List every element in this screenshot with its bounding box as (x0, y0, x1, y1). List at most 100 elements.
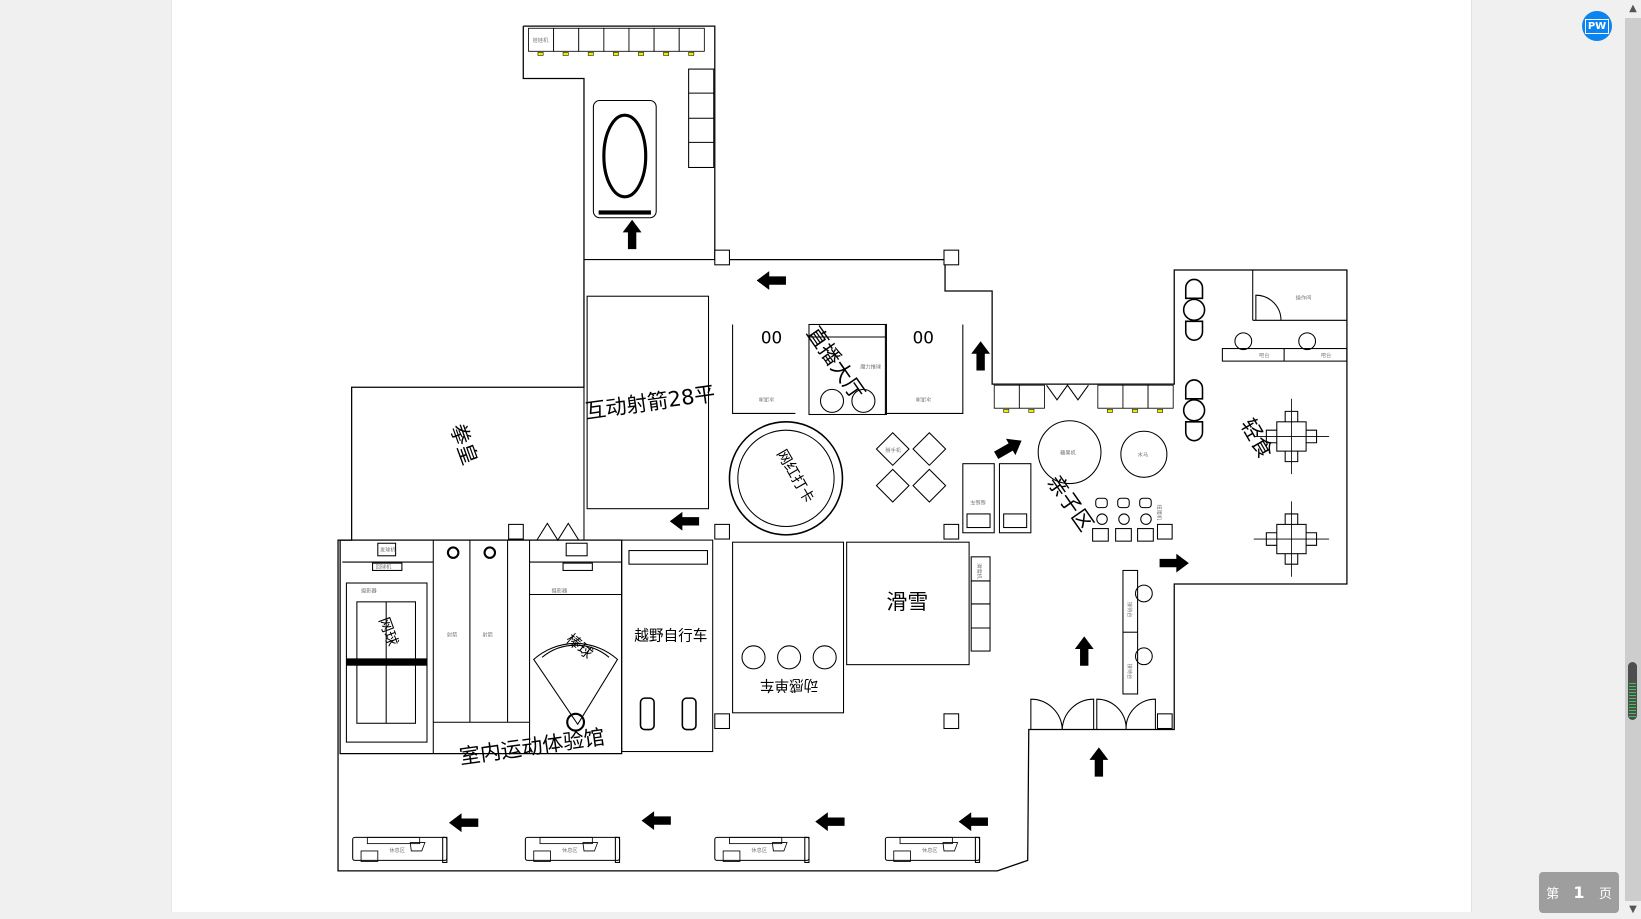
plan-shape (1046, 384, 1089, 401)
plan-shape (1037, 420, 1102, 485)
plan-shape (943, 523, 960, 540)
plan-shape (714, 713, 730, 730)
plan-shape (846, 541, 970, 666)
push-ball-label: 魔力推球 (860, 362, 882, 370)
plan-shape (1140, 513, 1152, 525)
plan-shape (1255, 294, 1282, 321)
plan-label: 吧台 (1321, 351, 1331, 359)
plan-shape (602, 113, 648, 199)
zone-indoor-sports-label: 室内运动体验馆 (458, 725, 606, 769)
zone-live-stream-label: 直播大厅 (802, 322, 870, 404)
oval-track-machine (592, 99, 657, 219)
plan-shape (808, 323, 887, 416)
zone-baseball-label: 棒球 (563, 631, 597, 663)
plan-label: 摄影器 (552, 586, 568, 594)
plan-shape (1156, 713, 1173, 730)
plan-shape (1115, 528, 1132, 542)
plan-label: 射箭 (447, 630, 457, 638)
plan-shape (1092, 528, 1109, 542)
plan-shape (628, 27, 655, 56)
plan-shape (1018, 384, 1045, 413)
plan-shape (943, 249, 960, 266)
document-page (171, 0, 1472, 912)
plan-shape (541, 644, 610, 658)
plan-label: 滑雪机 (975, 563, 983, 579)
outer-wall (337, 25, 1348, 872)
plan-shape (962, 463, 995, 534)
plan-shape (508, 523, 524, 540)
page-prefix: 第 (1546, 887, 1560, 902)
plan-shape (741, 645, 766, 670)
plan-shape (1184, 379, 1204, 400)
zone-spin-bike-label: 动感单车 (760, 676, 819, 693)
flow-arrow-icon (958, 812, 988, 832)
plan-label: 摄影器 (361, 586, 377, 594)
page-indicator: 第 1 页 (1539, 872, 1619, 913)
plan-shape (681, 697, 697, 731)
plan-shape (998, 463, 1032, 534)
zone-offroad-bike-label: 越野自行车 (634, 628, 707, 645)
plan-shape (714, 249, 730, 266)
plan-shape (639, 697, 697, 731)
plan-label: 摇摇车 (970, 498, 986, 506)
flow-arrow-icon (1074, 636, 1094, 666)
plan-label: 休息区 (389, 846, 405, 854)
plan-label: 掰手机 (885, 446, 901, 454)
zone-light-food-label: 轻食 (1236, 414, 1278, 462)
plan-shape (1097, 384, 1124, 413)
plan-label: 00 (913, 327, 934, 347)
plan-shape (592, 99, 657, 219)
plan-shape (943, 713, 960, 730)
plan-shape (812, 645, 837, 670)
scrollbar-thumb[interactable] (1628, 661, 1637, 720)
plan-shape (678, 27, 705, 56)
plan-label: 木马 (1138, 450, 1148, 458)
plan-shape (1120, 430, 1168, 478)
plan-shape (1253, 500, 1330, 578)
plan-shape (777, 645, 802, 670)
vertical-scrollbar[interactable]: ▲ ▼ (1625, 0, 1641, 919)
plan-shape (1030, 698, 1156, 730)
plan-shape (533, 642, 619, 726)
plan-shape (536, 522, 580, 542)
convert-pdf-word-button[interactable]: PW (1582, 11, 1612, 41)
plan-shape (1147, 384, 1174, 413)
plan-shape (483, 546, 497, 559)
plan-shape (819, 388, 845, 413)
plan-label: 00 (761, 327, 782, 347)
plan-shape (603, 27, 630, 56)
plan-label: 休息区 (922, 846, 938, 854)
plan-shape (732, 324, 964, 414)
flow-arrow-icon (971, 341, 991, 371)
plan-shape (993, 384, 1020, 413)
plan-shape (732, 541, 845, 714)
flow-arrow-icon (1089, 747, 1109, 777)
arm-wrestle-machines (875, 432, 947, 503)
plan-label: 休息区 (562, 846, 578, 854)
flow-arrow-icon (756, 271, 786, 290)
plan-shape (1139, 497, 1152, 509)
plan-label: 冰淇淋 (915, 396, 931, 404)
scroll-down-icon[interactable]: ▼ (1625, 901, 1641, 919)
zone-tennis-label: 网球 (375, 615, 401, 649)
plan-shape (1156, 523, 1173, 540)
columns (508, 249, 1173, 730)
plan-shape (1003, 513, 1028, 529)
plan-shape (346, 658, 427, 666)
claw-machine-row: 娃娃机 (528, 27, 715, 168)
plan-shape (1184, 278, 1204, 300)
plan-shape (1234, 332, 1253, 351)
plan-shape (377, 542, 397, 557)
plan-shape (851, 388, 876, 413)
plan-shape (728, 421, 844, 536)
plan-shape (912, 468, 947, 503)
plan-shape (653, 27, 680, 56)
flow-arrow-icon (448, 813, 479, 833)
page-suffix: 页 (1598, 887, 1612, 902)
zone-kof-label: 拳皇 (445, 421, 482, 469)
page-number: 1 (1573, 883, 1585, 902)
plan-shape (562, 562, 593, 571)
scroll-up-icon[interactable]: ▲ (1625, 0, 1641, 18)
plan-shape (339, 539, 623, 755)
